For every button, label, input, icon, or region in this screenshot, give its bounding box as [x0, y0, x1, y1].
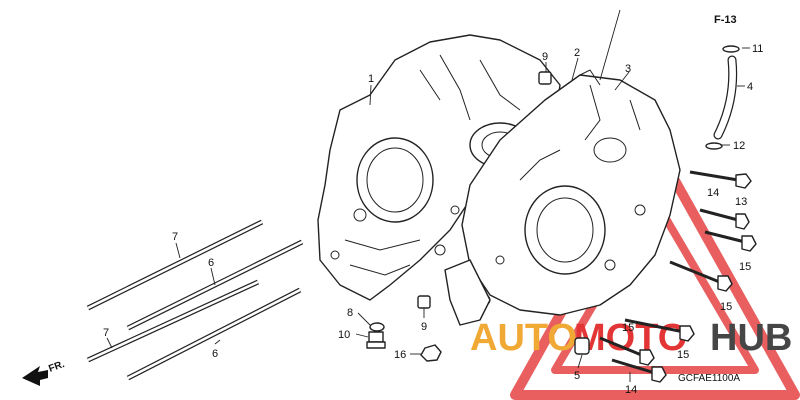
- label-5: 5: [574, 370, 580, 382]
- label-14-upper: 14: [707, 187, 719, 199]
- gasket: [444, 69, 601, 326]
- flange-nut: [420, 344, 442, 362]
- bolt-15-c: [624, 318, 695, 342]
- tube-clip-12: [705, 142, 723, 150]
- label-4: 4: [747, 81, 753, 93]
- watermark-text-hub: HUB: [710, 317, 792, 359]
- dowel-pin-5: [574, 337, 590, 355]
- reference-f13: F-13: [714, 14, 737, 26]
- bolt-13: [699, 208, 750, 230]
- bolt-15-d: [599, 336, 655, 366]
- label-14-lower: 14: [625, 384, 637, 396]
- diagram-code: GCFAE1100A: [678, 373, 740, 384]
- label-6-lower: 6: [212, 348, 218, 360]
- label-15-d: 15: [677, 349, 689, 361]
- right-crankcase: [461, 74, 681, 316]
- label-9-lower: 9: [421, 321, 427, 333]
- label-15-c: 15: [622, 322, 634, 334]
- label-7-upper: 7: [172, 231, 178, 243]
- stud-bolt-7-lower: [86, 279, 260, 363]
- bolt-14-lower: [611, 358, 667, 383]
- front-arrow-icon: [22, 366, 48, 386]
- label-9-upper: 9: [542, 51, 548, 63]
- label-8: 8: [347, 307, 353, 319]
- label-6-upper: 6: [208, 257, 214, 269]
- drain-bolt: [366, 331, 386, 349]
- label-11: 11: [752, 43, 763, 55]
- callout-labels: 1 2 3 4 5 6 6 7 7 8 9 9 10 11 12 13 14 1…: [103, 43, 763, 396]
- dowel-pin-upper: [538, 71, 552, 85]
- label-12: 12: [733, 140, 745, 152]
- breather-tube: [705, 45, 740, 150]
- label-2: 2: [574, 47, 580, 59]
- bolt-15-b: [669, 260, 733, 292]
- label-16: 16: [394, 349, 406, 361]
- front-label: FR.: [47, 359, 66, 375]
- bolt-14-upper: [689, 170, 752, 189]
- label-7-lower: 7: [103, 327, 109, 339]
- label-15-a: 15: [739, 261, 751, 273]
- tube-clip-11: [722, 45, 740, 53]
- stud-bolt-6-lower: [126, 287, 302, 381]
- left-crankcase: [317, 34, 561, 301]
- stud-bolt-7-upper: [86, 219, 264, 311]
- watermark-text-auto: AUTO: [470, 317, 577, 359]
- label-10: 10: [338, 329, 350, 341]
- front-direction-marker: FR.: [22, 359, 66, 386]
- label-3: 3: [625, 63, 631, 75]
- dowel-pin-lower: [417, 295, 431, 309]
- label-13: 13: [735, 196, 747, 208]
- leader-lines: [106, 9, 750, 382]
- bolt-15-a: [704, 230, 757, 252]
- sealing-washer: [369, 322, 385, 332]
- label-15-b: 15: [720, 301, 732, 313]
- label-1: 1: [368, 73, 374, 85]
